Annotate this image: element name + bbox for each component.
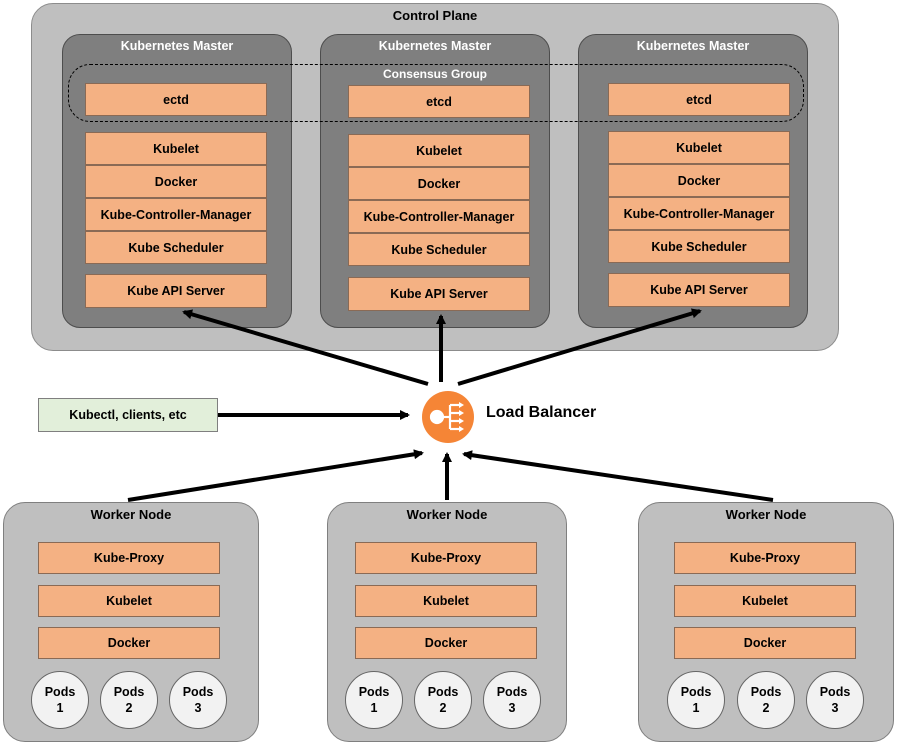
etcd-box: ectd	[85, 83, 267, 116]
kubernetes-master-1: Kubernetes Master ectd Kubelet Docker Ku…	[62, 34, 292, 328]
kube-proxy-box: Kube-Proxy	[38, 542, 220, 574]
controller-manager-box: Kube-Controller-Manager	[348, 200, 530, 233]
kubelet-box: Kubelet	[348, 134, 530, 167]
kube-proxy-box: Kube-Proxy	[674, 542, 856, 574]
api-server-box: Kube API Server	[348, 277, 530, 311]
controller-manager-box: Kube-Controller-Manager	[608, 197, 790, 230]
scheduler-box: Kube Scheduler	[348, 233, 530, 266]
worker-title: Worker Node	[406, 507, 488, 522]
scheduler-box: Kube Scheduler	[608, 230, 790, 263]
docker-box: Docker	[608, 164, 790, 197]
master-title: Kubernetes Master	[378, 39, 492, 53]
kube-proxy-box: Kube-Proxy	[355, 542, 537, 574]
kubelet-box: Kubelet	[85, 132, 267, 165]
docker-box: Docker	[355, 627, 537, 659]
kubelet-box: Kubelet	[38, 585, 220, 617]
worker-node-1: Worker Node Kube-Proxy Kubelet Docker Po…	[3, 502, 259, 742]
arrow-worker-3-to-lb	[462, 450, 774, 502]
kubernetes-master-2: Kubernetes Master etcd Kubelet Docker Ku…	[320, 34, 550, 328]
controller-manager-box: Kube-Controller-Manager	[85, 198, 267, 231]
kubelet-box: Kubelet	[608, 131, 790, 164]
docker-box: Docker	[38, 627, 220, 659]
kubelet-box: Kubelet	[674, 585, 856, 617]
arrow-lb-to-master-3	[457, 308, 702, 386]
consensus-group-label: Consensus Group	[382, 67, 487, 81]
etcd-box: etcd	[608, 83, 790, 116]
master-title: Kubernetes Master	[120, 39, 234, 53]
docker-box: Docker	[674, 627, 856, 659]
load-balancer-icon	[422, 391, 474, 443]
api-server-box: Kube API Server	[85, 274, 267, 308]
api-server-box: Kube API Server	[608, 273, 790, 307]
consensus-group	[68, 64, 804, 122]
worker-title: Worker Node	[90, 507, 172, 522]
arrow-worker-1-to-lb	[127, 449, 424, 502]
kubernetes-master-3: Kubernetes Master etcd Kubelet Docker Ku…	[578, 34, 808, 328]
scheduler-box: Kube Scheduler	[85, 231, 267, 264]
worker-title: Worker Node	[725, 507, 807, 522]
control-plane-title: Control Plane	[392, 8, 478, 23]
master-title: Kubernetes Master	[636, 39, 750, 53]
arrow-lb-to-master-1	[182, 309, 429, 386]
kubelet-box: Kubelet	[355, 585, 537, 617]
etcd-box: etcd	[348, 85, 530, 118]
kubectl-clients-box: Kubectl, clients, etc	[38, 398, 218, 432]
docker-box: Docker	[85, 165, 267, 198]
load-balancer-label: Load Balancer	[486, 404, 597, 421]
docker-box: Docker	[348, 167, 530, 200]
worker-node-2: Worker Node Kube-Proxy Kubelet Docker Po…	[327, 502, 567, 742]
worker-node-3: Worker Node Kube-Proxy Kubelet Docker Po…	[638, 502, 894, 742]
